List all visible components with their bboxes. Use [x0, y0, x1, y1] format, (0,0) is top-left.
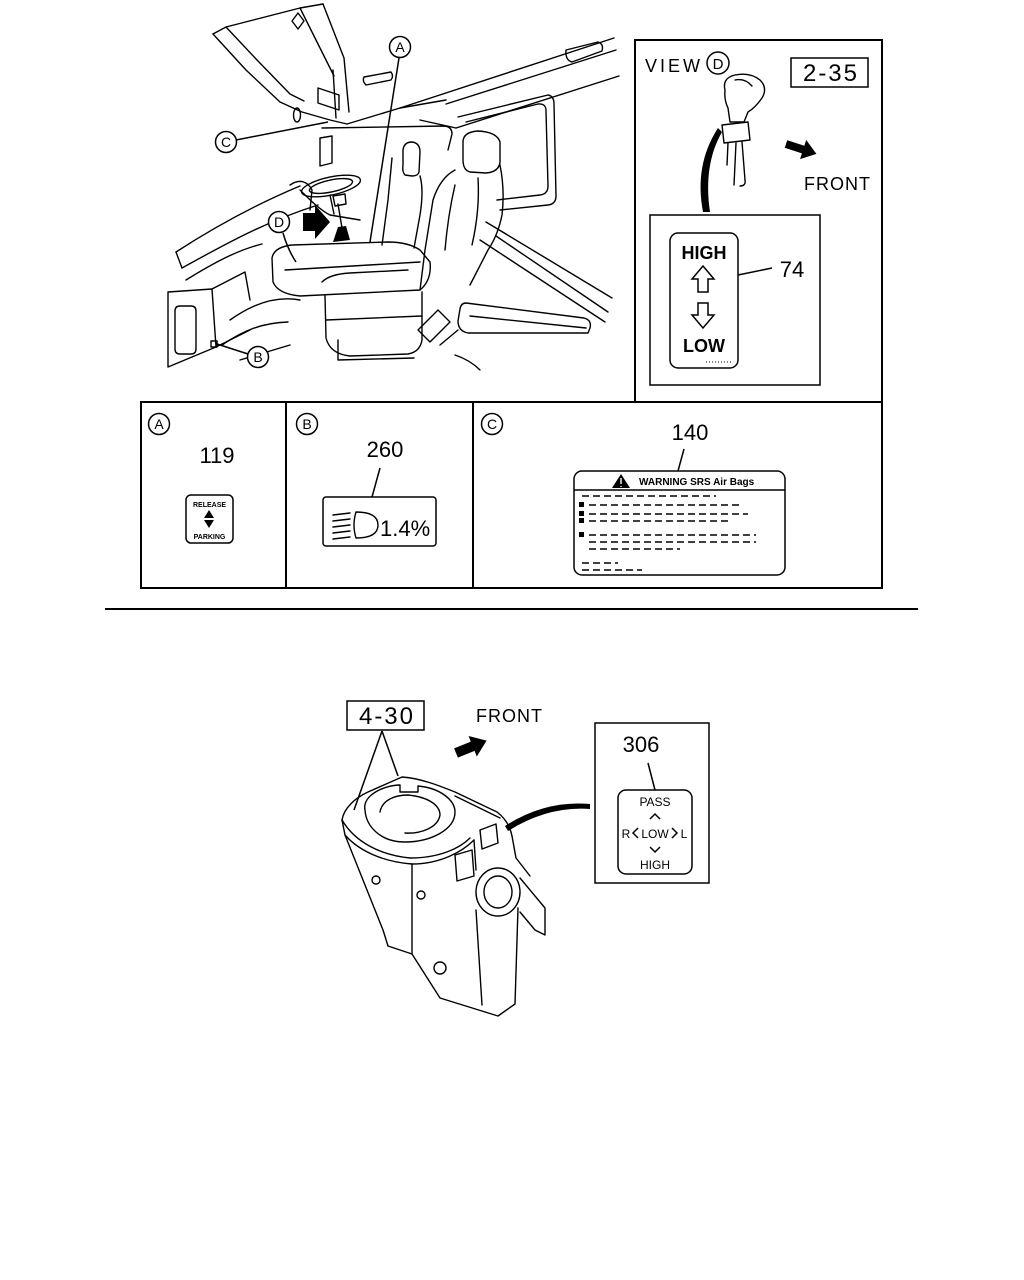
- front-direction-label: FRONT: [804, 174, 871, 194]
- detail-panel-b: B 260 1.4%: [295, 412, 437, 547]
- view-letter: D: [713, 56, 724, 73]
- detail-panels: A 119 RELEASE PARKING B 260 1.4%: [140, 401, 883, 589]
- lower-front-direction-label: FRONT: [476, 706, 543, 726]
- headlight-level-label: [322, 496, 437, 547]
- label-release-text: RELEASE: [193, 502, 226, 509]
- arrow-up-icon: [690, 264, 716, 293]
- label-body-text-lines: [579, 495, 756, 571]
- callout-b-letter: B: [253, 349, 262, 365]
- dimmer-lever-illustration: [721, 73, 766, 187]
- chevron-down-icon: [649, 846, 661, 854]
- label-low-text-306: LOW: [641, 827, 669, 841]
- lower-leader-curve: [505, 803, 590, 831]
- chevron-left-icon: [631, 827, 639, 839]
- front-arrow-icon: [784, 140, 817, 160]
- view-d-panel: VIEW D 2-35 FRONT HIGH LOW 74: [634, 39, 883, 588]
- label-high-text: HIGH: [682, 243, 727, 263]
- chevron-right-icon: [671, 827, 679, 839]
- part-number-119: 119: [199, 443, 234, 468]
- part-number-306: 306: [623, 732, 660, 757]
- arrow-down-icon: [690, 302, 716, 330]
- chevron-up-icon: [649, 812, 661, 820]
- callout-a-letter: A: [395, 39, 405, 55]
- panel-b-letter: B: [302, 416, 311, 432]
- lower-view: 4-30 FRONT 306: [341, 700, 710, 1017]
- panel-a-letter: A: [154, 416, 164, 432]
- label-306-box: [594, 722, 710, 884]
- part-number-140: 140: [672, 420, 709, 445]
- triangle-down-icon: [204, 520, 214, 528]
- triangle-up-icon: [204, 510, 214, 518]
- part-number-74: 74: [780, 257, 804, 282]
- leader-306: [647, 762, 656, 791]
- label-low-text: LOW: [683, 336, 725, 356]
- callout-d: D: [267, 210, 297, 263]
- label-parking-text: PARKING: [194, 534, 226, 541]
- view-title: VIEW: [645, 56, 703, 76]
- lower-front-arrow-icon: [454, 736, 487, 758]
- srs-warning-header: WARNING SRS Air Bags: [639, 477, 755, 488]
- callout-b: B: [216, 343, 270, 369]
- leader-140: [677, 448, 685, 472]
- detail-panel-c: C 140 WARNING SRS Air Bags: [480, 412, 786, 576]
- callout-a: A: [369, 35, 412, 243]
- callout-c: C: [214, 121, 329, 154]
- label-l-text: L: [681, 827, 688, 841]
- cab-linework: [167, 3, 620, 371]
- label-74-box: [649, 214, 821, 386]
- panel-c-letter: C: [487, 416, 497, 432]
- switch-position-label: [617, 789, 693, 875]
- label-r-text: R: [622, 827, 631, 841]
- ref-4-30: 4-30: [359, 703, 415, 730]
- ref-box-4-30: [346, 700, 425, 731]
- leader-74: [737, 267, 773, 276]
- leader-curve: [700, 128, 722, 212]
- callout-c-letter: C: [221, 134, 231, 150]
- high-low-label: [669, 232, 739, 369]
- part-number-260: 260: [367, 437, 404, 462]
- view-direction-arrow-icon: [303, 205, 330, 239]
- parking-brake-boot: [333, 226, 350, 242]
- ref-box-2-35: [790, 57, 869, 88]
- headlight-icon: [332, 511, 379, 540]
- combination-switch-base-illustration: [341, 776, 546, 1017]
- label-high-text-306: HIGH: [640, 858, 670, 872]
- label-pass-text: PASS: [639, 795, 670, 809]
- parking-brake-label: [185, 494, 234, 544]
- srs-warning-label: [573, 470, 786, 576]
- leader-260: [371, 467, 381, 498]
- ref-2-35: 2-35: [803, 60, 859, 87]
- cab-interior-illustration: A C D B: [167, 3, 620, 371]
- callout-d-letter: D: [274, 214, 284, 230]
- label-percent-text: 1.4%: [380, 516, 430, 541]
- detail-panel-a: A 119 RELEASE PARKING: [147, 412, 235, 544]
